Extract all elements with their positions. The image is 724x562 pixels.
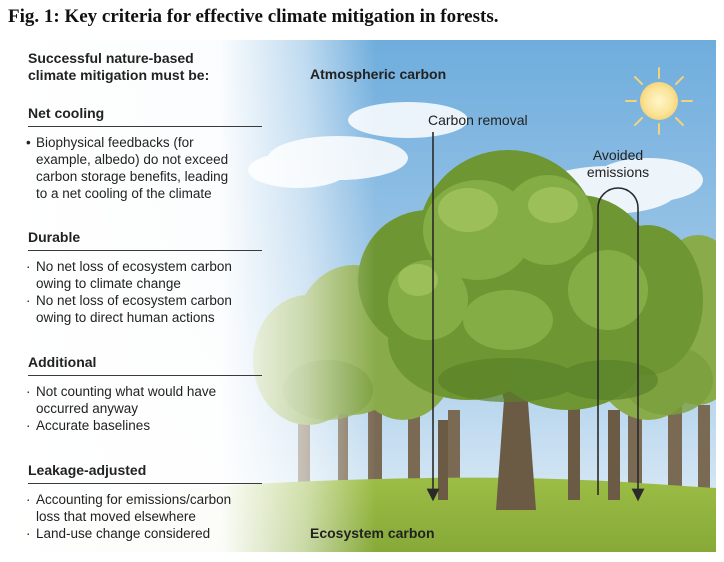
item-line: owing to direct human actions [36,310,215,325]
bullet-marker: · [26,384,31,399]
intro-line-1: Successful nature-based [28,50,194,66]
bullet-marker: · [26,526,31,541]
avoided-line-2: emissions [586,164,650,180]
carbon-removal-label: Carbon removal [428,112,528,128]
item-line: Not counting what would have [36,384,217,399]
item-line: No net loss of ecosystem carbon [36,293,232,308]
criterion-item-additional-2: · Accurate baselines [26,417,264,434]
criterion-item-leakage-2: · Land-use change considered [26,525,264,542]
criterion-item-durable-2: · No net loss of ecosystem carbon owing … [26,292,264,326]
criterion-item-leakage-1: · Accounting for emissions/carbon loss t… [26,491,264,525]
avoided-line-1: Avoided [592,147,644,163]
item-line: to a net cooling of the climate [36,186,212,201]
intro-text: Successful nature-based climate mitigati… [28,50,268,84]
item-line: occurred anyway [36,401,139,416]
criterion-item-durable-1: · No net loss of ecosystem carbon owing … [26,258,264,292]
criterion-heading-durable: Durable [28,228,262,251]
item-line: Accurate baselines [36,418,151,433]
forest-scene [8,40,716,552]
criterion-heading-additional: Additional [28,353,262,376]
item-line: No net loss of ecosystem carbon [36,259,232,274]
bullet-marker: · [26,293,31,308]
intro-line-2: climate mitigation must be: [28,67,210,83]
bullet-marker: · [26,259,31,274]
criterion-heading-leakage-adjusted: Leakage-adjusted [28,461,262,484]
avoided-emissions-arrow [597,187,645,502]
item-line: carbon storage benefits, leading [36,169,229,184]
bullet-marker: • [26,135,31,150]
bullet-marker: · [26,492,31,507]
item-line: loss that moved elsewhere [36,509,196,524]
figure-panel: Successful nature-based climate mitigati… [8,40,716,552]
item-line: Biophysical feedbacks (for [36,135,194,150]
atmospheric-carbon-label: Atmospheric carbon [310,66,447,82]
item-line: example, albedo) do not exceed [36,152,229,167]
bullet-marker: · [26,418,31,433]
item-line: Land-use change considered [36,526,211,541]
criterion-item-additional-1: · Not counting what would have occurred … [26,383,264,417]
criterion-heading-net-cooling: Net cooling [28,104,262,127]
criterion-item-net-cooling-1: • Biophysical feedbacks (for example, al… [26,134,264,202]
item-line: Accounting for emissions/carbon [36,492,232,507]
figure-title: Fig. 1: Key criteria for effective clima… [8,6,499,27]
item-line: owing to climate change [36,276,181,291]
avoided-emissions-label: Avoided emissions [560,147,676,181]
ecosystem-carbon-label: Ecosystem carbon [310,525,435,541]
